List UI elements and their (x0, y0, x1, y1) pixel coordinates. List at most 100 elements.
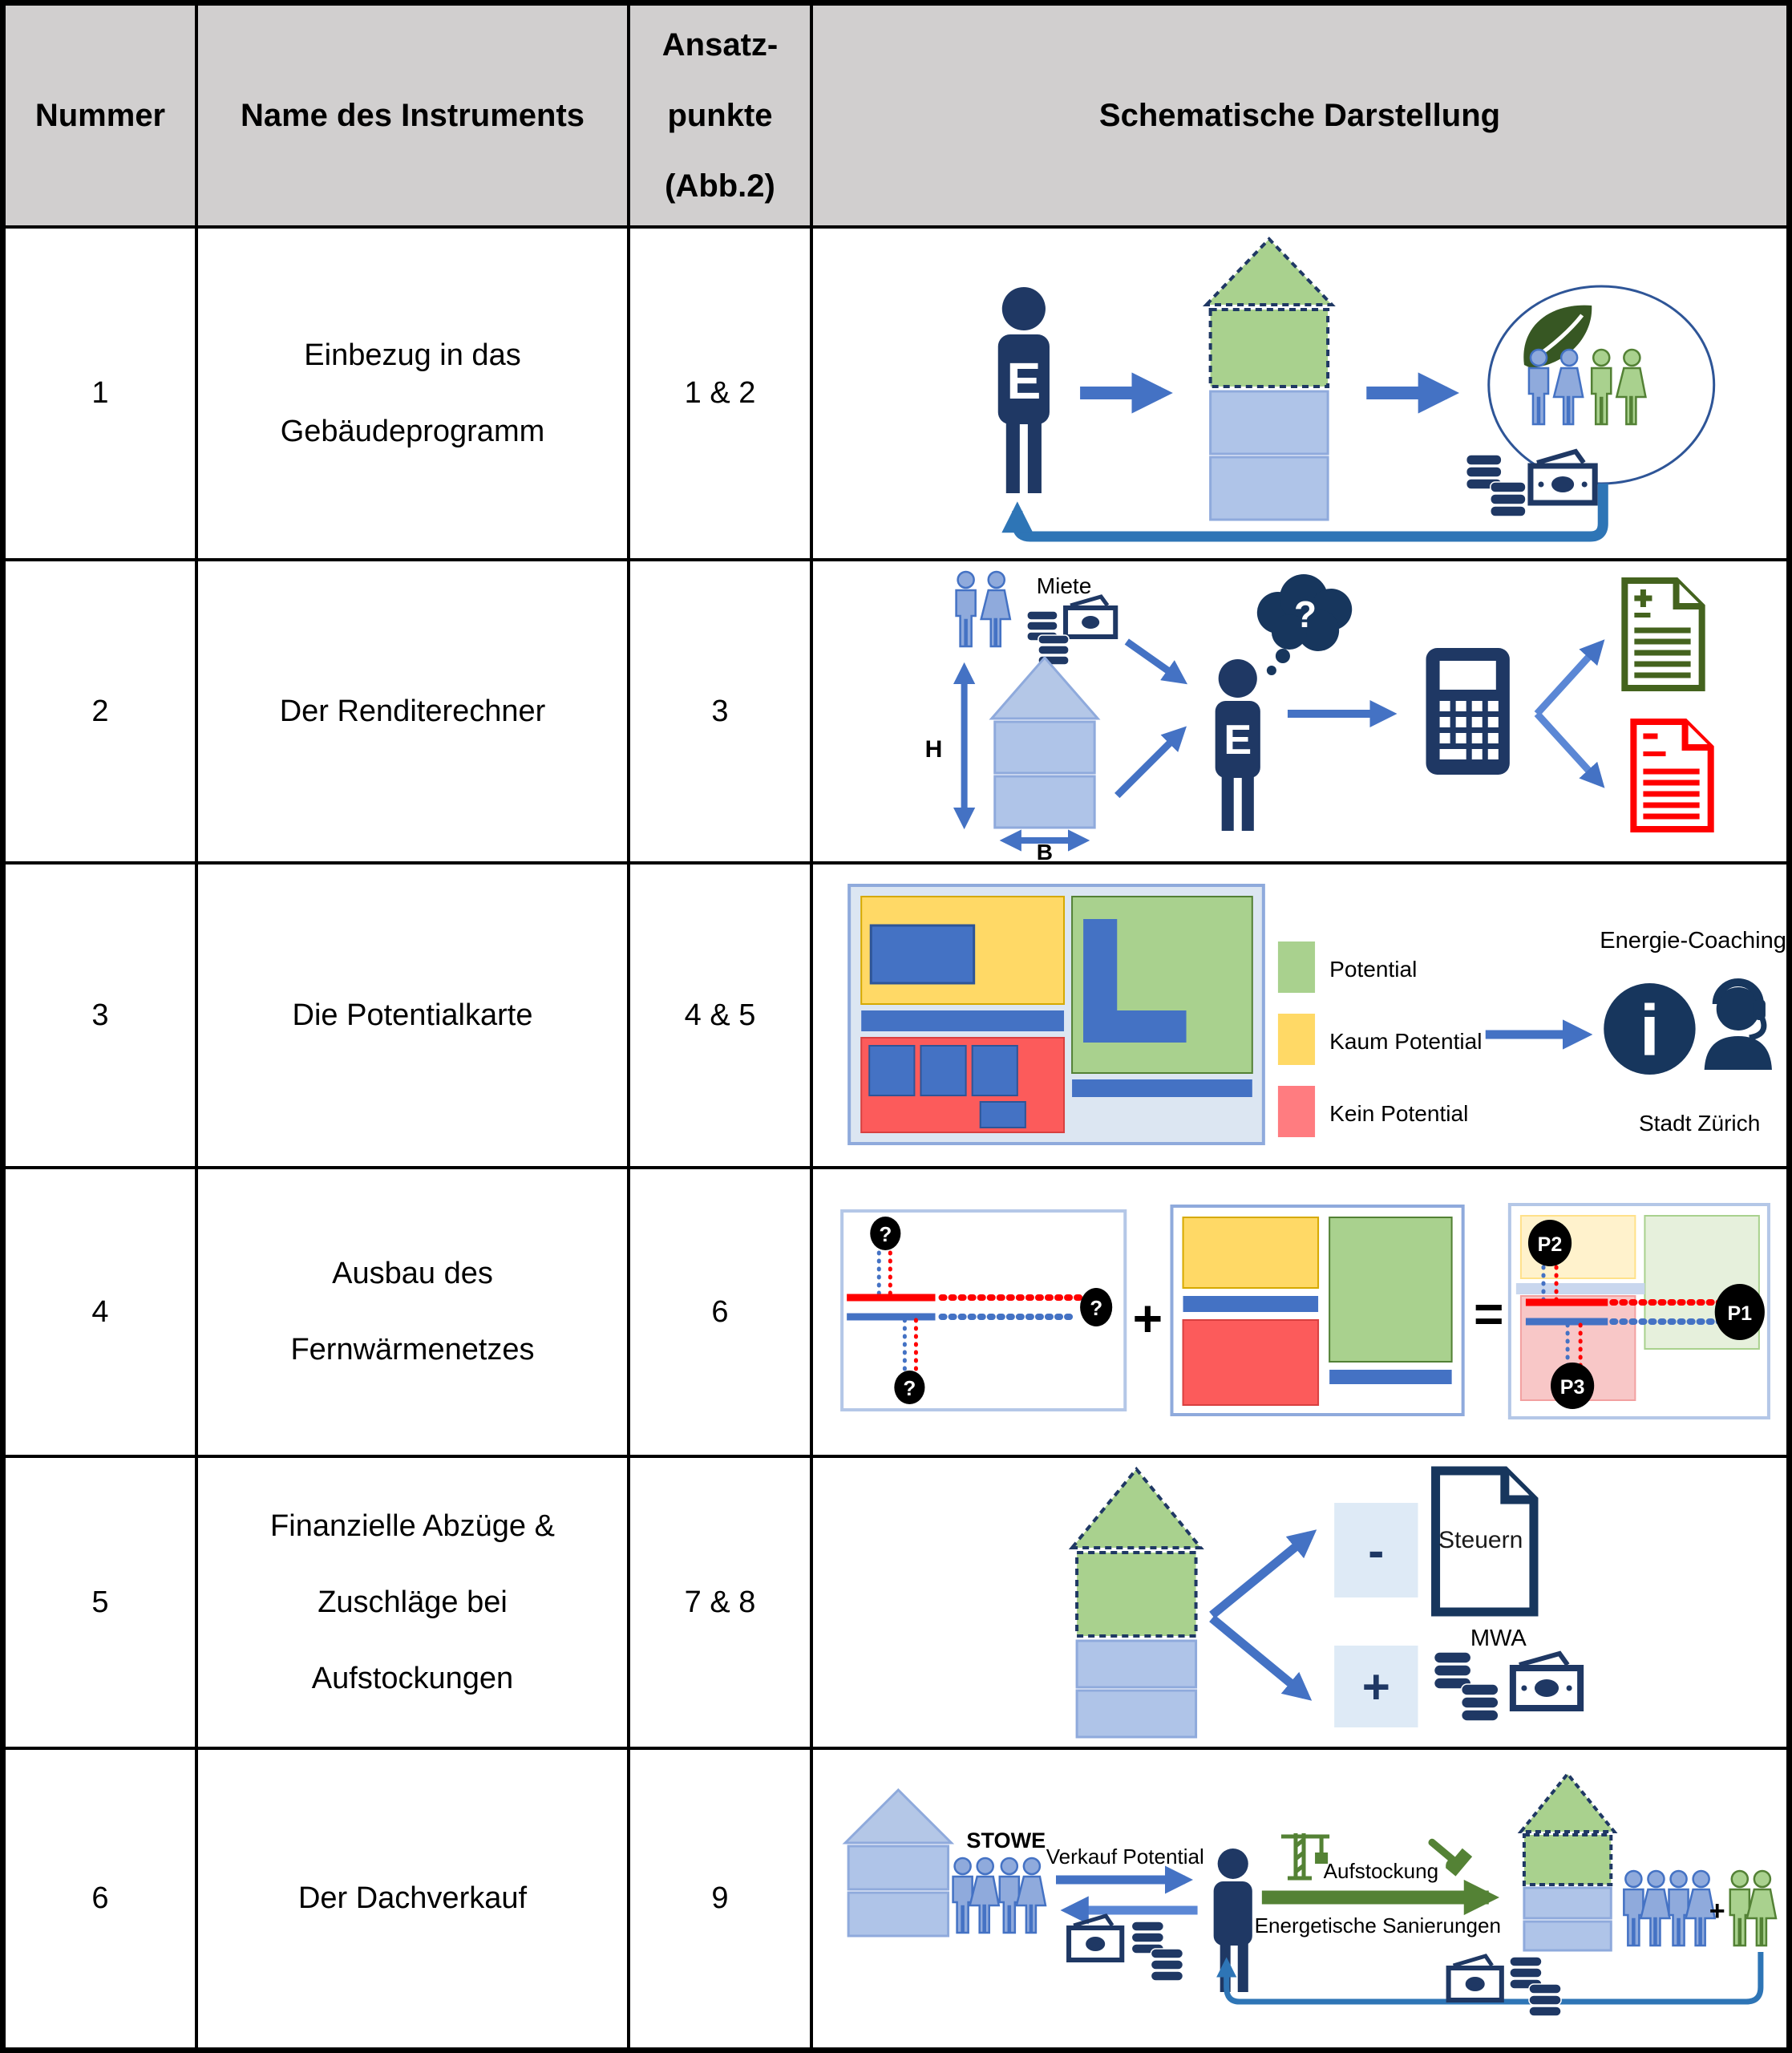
q-top: ? (879, 1222, 892, 1246)
p3-label: P3 (1560, 1376, 1585, 1399)
row4-schema-cell: ? ? ? + (813, 1169, 1786, 1458)
row3-nummer: 3 (91, 998, 109, 1032)
diagram-gebaeudeprogramm: E (997, 237, 1716, 542)
calculator-icon (1426, 648, 1510, 775)
thought-cloud-icon: ? (1256, 574, 1353, 675)
row2-nummer-cell: 2 (6, 561, 198, 865)
q-right: ? (1090, 1296, 1102, 1320)
map-road (861, 1010, 1065, 1031)
row1-schema-cell: E (813, 229, 1786, 561)
coaching-title: Energie-Coaching (1600, 928, 1786, 954)
p2-label: P2 (1538, 1233, 1563, 1256)
rent-money-icon (1026, 597, 1115, 666)
legend-label-kein: Kein Potential (1329, 1101, 1468, 1126)
row5-schema-cell: - Steuern + MWA (813, 1458, 1786, 1750)
row1-nummer-cell: 1 (6, 229, 198, 561)
row6-ansatz: 9 (711, 1881, 729, 1915)
minus-sign: - (1368, 1524, 1384, 1577)
row3-schema-cell: Potential Kaum Potential Kein Potential … (813, 865, 1786, 1169)
header-ansatz-line1: Ansatz- (661, 27, 779, 63)
header-cell-schematische: Schematische Darstellung (813, 6, 1786, 229)
owner-person-icon: E (997, 287, 1050, 493)
potential-map (847, 884, 1265, 1145)
row5-name-cell: Finanzielle Abzüge & Zuschläge bei Aufst… (198, 1458, 630, 1750)
house-icon (989, 655, 1101, 829)
header-cell-nummer: Nummer (6, 6, 198, 229)
existing-tenants-icons (1623, 1869, 1716, 1947)
stowe-house-icon (842, 1788, 955, 1938)
row4-ansatz: 6 (711, 1294, 729, 1329)
header-nummer-label: Nummer (34, 98, 166, 133)
plus-box (1334, 1646, 1418, 1727)
header-name-label: Name des Instruments (240, 98, 585, 133)
plus-operator: + (1133, 1290, 1163, 1347)
stowe-members-icons (952, 1857, 1047, 1934)
p1-label: P1 (1727, 1302, 1752, 1325)
house-with-extension-icon (1068, 1466, 1204, 1739)
row5-name-line1: Finanzielle Abzüge & (270, 1508, 555, 1543)
negative-report-icon (1630, 719, 1714, 832)
row4-nummer: 4 (91, 1294, 109, 1329)
row3-nummer-cell: 3 (6, 865, 198, 1169)
cloud-question: ? (1294, 593, 1317, 635)
row4-ansatz-cell: 6 (630, 1169, 813, 1458)
result-arrow-negative (1534, 711, 1605, 788)
sustainability-community-ellipse (1487, 285, 1716, 485)
mwa-label: MWA (1470, 1626, 1527, 1651)
diagram-renditerechner: Miete H B ? (925, 570, 1714, 861)
row6-schema-cell: STOWE Verkauf Potential (813, 1750, 1786, 2047)
equals-operator: = (1474, 1285, 1503, 1342)
row4-nummer-cell: 4 (6, 1169, 198, 1458)
input-arrow-bottom (1114, 726, 1187, 799)
row6-name-line1: Der Dachverkauf (297, 1881, 528, 1915)
tenant-woman-icon (980, 570, 1012, 648)
result-arrow-positive (1534, 639, 1605, 717)
row6-name-cell: Der Dachverkauf (198, 1750, 630, 2047)
row5-name-line2: Zuschläge bei (318, 1585, 508, 1619)
row4-name-cell: Ausbau des Fernwärmenetzes (198, 1169, 630, 1458)
row3-name-line1: Die Potentialkarte (292, 998, 533, 1032)
row6-nummer: 6 (91, 1881, 109, 1915)
arrow-to-plus (1209, 1614, 1313, 1701)
investor-person-icon (1213, 1849, 1252, 1992)
row4-name-line2: Fernwärmenetzes (290, 1333, 535, 1367)
info-glyph: i (1640, 990, 1660, 1071)
header-ansatz-line2: punkte (667, 98, 773, 133)
new-tenants-icons (1729, 1869, 1778, 1947)
map-legend: Potential Kaum Potential Kein Potential (1277, 941, 1483, 1137)
row5-ansatz-cell: 7 & 8 (630, 1458, 813, 1750)
row6-nummer-cell: 6 (6, 1750, 198, 2047)
arrow-to-minus (1209, 1529, 1317, 1619)
row2-nummer: 2 (91, 694, 109, 728)
legend-swatch-kaum (1277, 1014, 1316, 1065)
row1-ansatz: 1 & 2 (684, 376, 756, 410)
diagram-abzuege-zuschlaege: - Steuern + MWA (1068, 1466, 1584, 1739)
tenant-man-icon (955, 570, 977, 648)
legend-label-potential: Potential (1329, 957, 1417, 982)
row5-nummer: 5 (91, 1585, 109, 1619)
house-with-extension-icon (1202, 237, 1336, 521)
row2-name-line1: Der Renditerechner (279, 694, 546, 728)
row5-name-line3: Aufstockungen (311, 1661, 514, 1695)
sanierungen-label: Energetische Sanierungen (1255, 1913, 1501, 1938)
result-panel: P2 P1 P3 (1507, 1203, 1770, 1419)
row5-ansatz: 7 & 8 (684, 1585, 756, 1619)
header-ansatz-line3: (Abb.2) (665, 168, 775, 204)
row1-nummer: 1 (91, 376, 109, 410)
verkauf-label: Verkauf Potential (1046, 1844, 1204, 1869)
return-money-icon (1449, 1956, 1562, 2017)
width-label: B (1037, 840, 1053, 861)
minus-box (1334, 1503, 1418, 1597)
owner-label: E (1006, 352, 1041, 410)
diagram-dachverkauf: STOWE Verkauf Potential (842, 1771, 1778, 2017)
row2-ansatz: 3 (711, 694, 729, 728)
legend-swatch-potential (1277, 941, 1316, 993)
row2-name-cell: Der Renditerechner (198, 561, 630, 865)
plus-sign: + (1362, 1660, 1390, 1714)
header-cell-ansatzpunkte: Ansatz- punkte (Abb.2) (630, 6, 813, 229)
owner-person-icon: E (1215, 659, 1260, 831)
legend-swatch-kein (1277, 1086, 1316, 1137)
aufstockung-label: Aufstockung (1324, 1859, 1439, 1883)
